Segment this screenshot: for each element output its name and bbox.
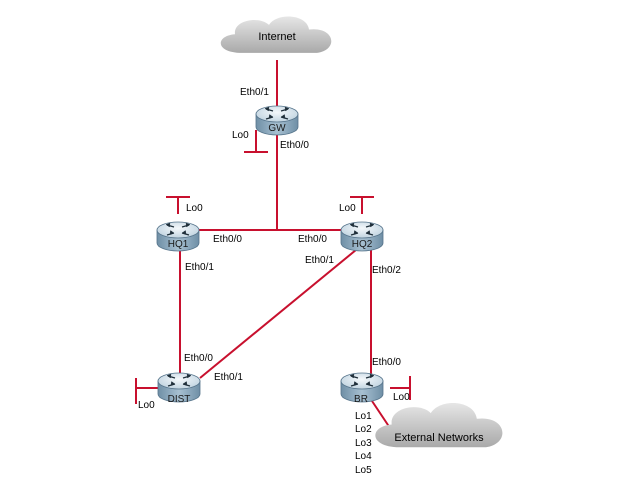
link-hq2-dist	[199, 244, 363, 379]
hq1-loopback-stub	[166, 196, 190, 214]
router-hq1-label: HQ1	[168, 239, 189, 250]
hq1-eth0-0-label: Eth0/0	[213, 234, 242, 245]
links	[178, 60, 391, 429]
interface-labels: Eth0/1 Lo0 Eth0/0 Lo0 Eth0/0 Eth0/1 Lo0 …	[138, 87, 410, 476]
br-lo1-label: Lo1	[355, 411, 372, 422]
hq1-eth0-1-label: Eth0/1	[185, 262, 214, 273]
br-lo3-label: Lo3	[355, 438, 372, 449]
gw-eth0-1-label: Eth0/1	[240, 87, 269, 98]
br-lo2-label: Lo2	[355, 424, 372, 435]
router-hq2-label: HQ2	[352, 239, 373, 250]
link-br-external	[369, 397, 391, 429]
router-br-label: BR	[354, 394, 368, 405]
br-lo0-label: Lo0	[393, 392, 410, 403]
external-networks-cloud-label: External Networks	[394, 432, 484, 444]
dist-eth0-0-label: Eth0/0	[184, 353, 213, 364]
br-eth0-0-label: Eth0/0	[372, 357, 401, 368]
br-lo4-label: Lo4	[355, 451, 372, 462]
hq2-eth0-1-label: Eth0/1	[305, 255, 334, 266]
hq1-lo0-label: Lo0	[186, 203, 203, 214]
router-dist-label: DIST	[168, 394, 191, 405]
br-loopback-stub	[390, 376, 411, 400]
hq2-eth0-0-label: Eth0/0	[298, 234, 327, 245]
br-lo5-label: Lo5	[355, 465, 372, 476]
gw-loopback-stub	[244, 130, 268, 153]
loopback-stubs	[135, 130, 411, 404]
hq2-loopback-stub	[350, 196, 374, 214]
hq2-eth0-2-label: Eth0/2	[372, 265, 401, 276]
hq2-lo0-label: Lo0	[339, 203, 356, 214]
dist-lo0-label: Lo0	[138, 400, 155, 411]
router-gw-label: GW	[268, 123, 286, 134]
internet-cloud-label: Internet	[258, 31, 295, 43]
dist-loopback-stub	[135, 378, 158, 404]
dist-eth0-1-label: Eth0/1	[214, 372, 243, 383]
gw-lo0-label: Lo0	[232, 130, 249, 141]
gw-eth0-0-label: Eth0/0	[280, 140, 309, 151]
